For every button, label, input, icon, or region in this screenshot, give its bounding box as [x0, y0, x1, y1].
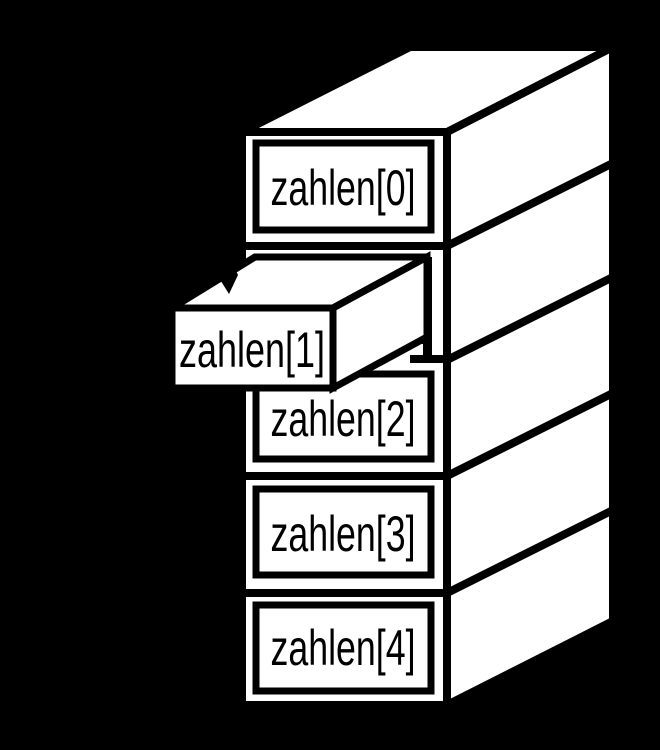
drawer-4-front-plate — [252, 601, 435, 695]
drawer-3-front-plate — [252, 485, 435, 579]
cabinet-side-face — [443, 40, 617, 712]
open-slot-cavity-edge — [423, 344, 432, 363]
drawer-2-label: zahlen[2] — [271, 391, 416, 447]
drawer-4-label: zahlen[4] — [271, 620, 416, 676]
drawer-4: zahlen[4] — [252, 601, 435, 695]
drawer-3-label: zahlen[3] — [271, 506, 416, 562]
side-divider-line — [445, 389, 615, 480]
drawer-1-open: zahlen[1] — [159, 251, 431, 394]
side-divider-line — [445, 506, 615, 597]
side-divider-line — [445, 159, 615, 250]
side-divider-line — [445, 273, 615, 364]
drawer-0-label: zahlen[0] — [271, 160, 416, 216]
drawer-3: zahlen[3] — [252, 485, 435, 579]
drawer-1-label: zahlen[1] — [179, 322, 325, 378]
drawer-0-front-plate — [252, 139, 435, 234]
drawer-1-front-plate — [168, 304, 337, 392]
pointer-arrow-icon — [100, 212, 238, 304]
drawer-0: zahlen[0] — [252, 139, 435, 234]
